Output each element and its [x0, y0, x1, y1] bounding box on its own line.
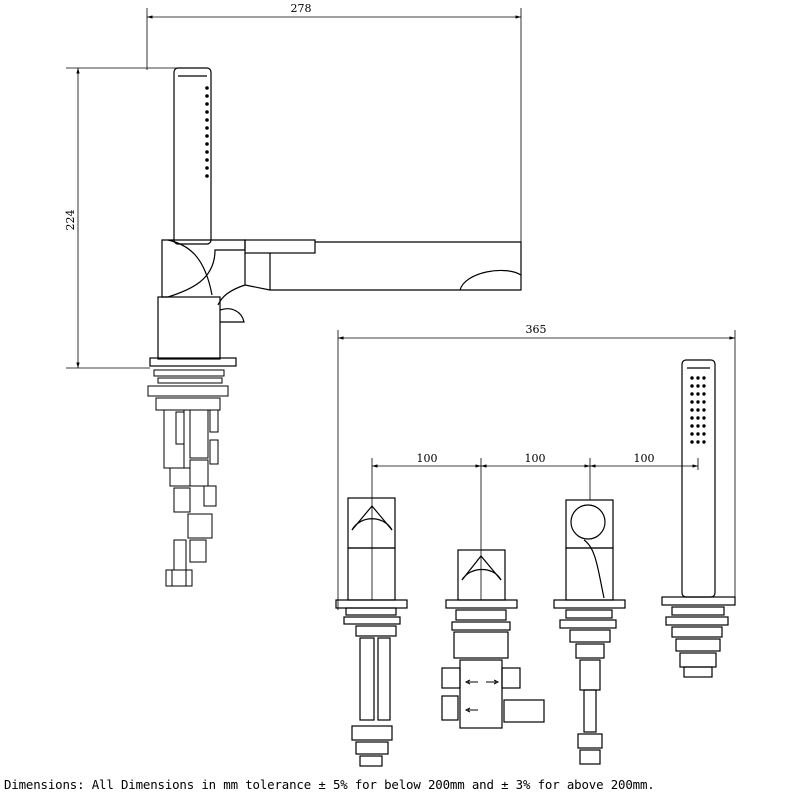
dimension-width-278 — [146, 8, 522, 242]
label-224: 224 — [64, 210, 77, 231]
side-handshower — [173, 67, 212, 245]
label-365: 365 — [526, 323, 547, 336]
front-right-valve — [553, 499, 626, 765]
label-spacing-2: 100 — [525, 452, 546, 465]
side-view — [66, 8, 522, 587]
dimension-overall-365 — [337, 330, 736, 610]
label-spacing-3: 100 — [634, 452, 655, 465]
label-spacing-1: 100 — [417, 452, 438, 465]
front-handshower — [661, 359, 736, 678]
front-view — [335, 330, 736, 767]
dimension-spacing — [371, 458, 699, 600]
front-diverter-valve — [441, 549, 545, 729]
dimensions-note: Dimensions: All Dimensions in mm toleran… — [4, 777, 655, 792]
dimension-height-224 — [66, 67, 178, 369]
label-278: 278 — [291, 2, 312, 15]
side-undermount — [147, 369, 229, 587]
side-mixer-body — [149, 239, 522, 367]
front-left-valve — [335, 497, 408, 767]
